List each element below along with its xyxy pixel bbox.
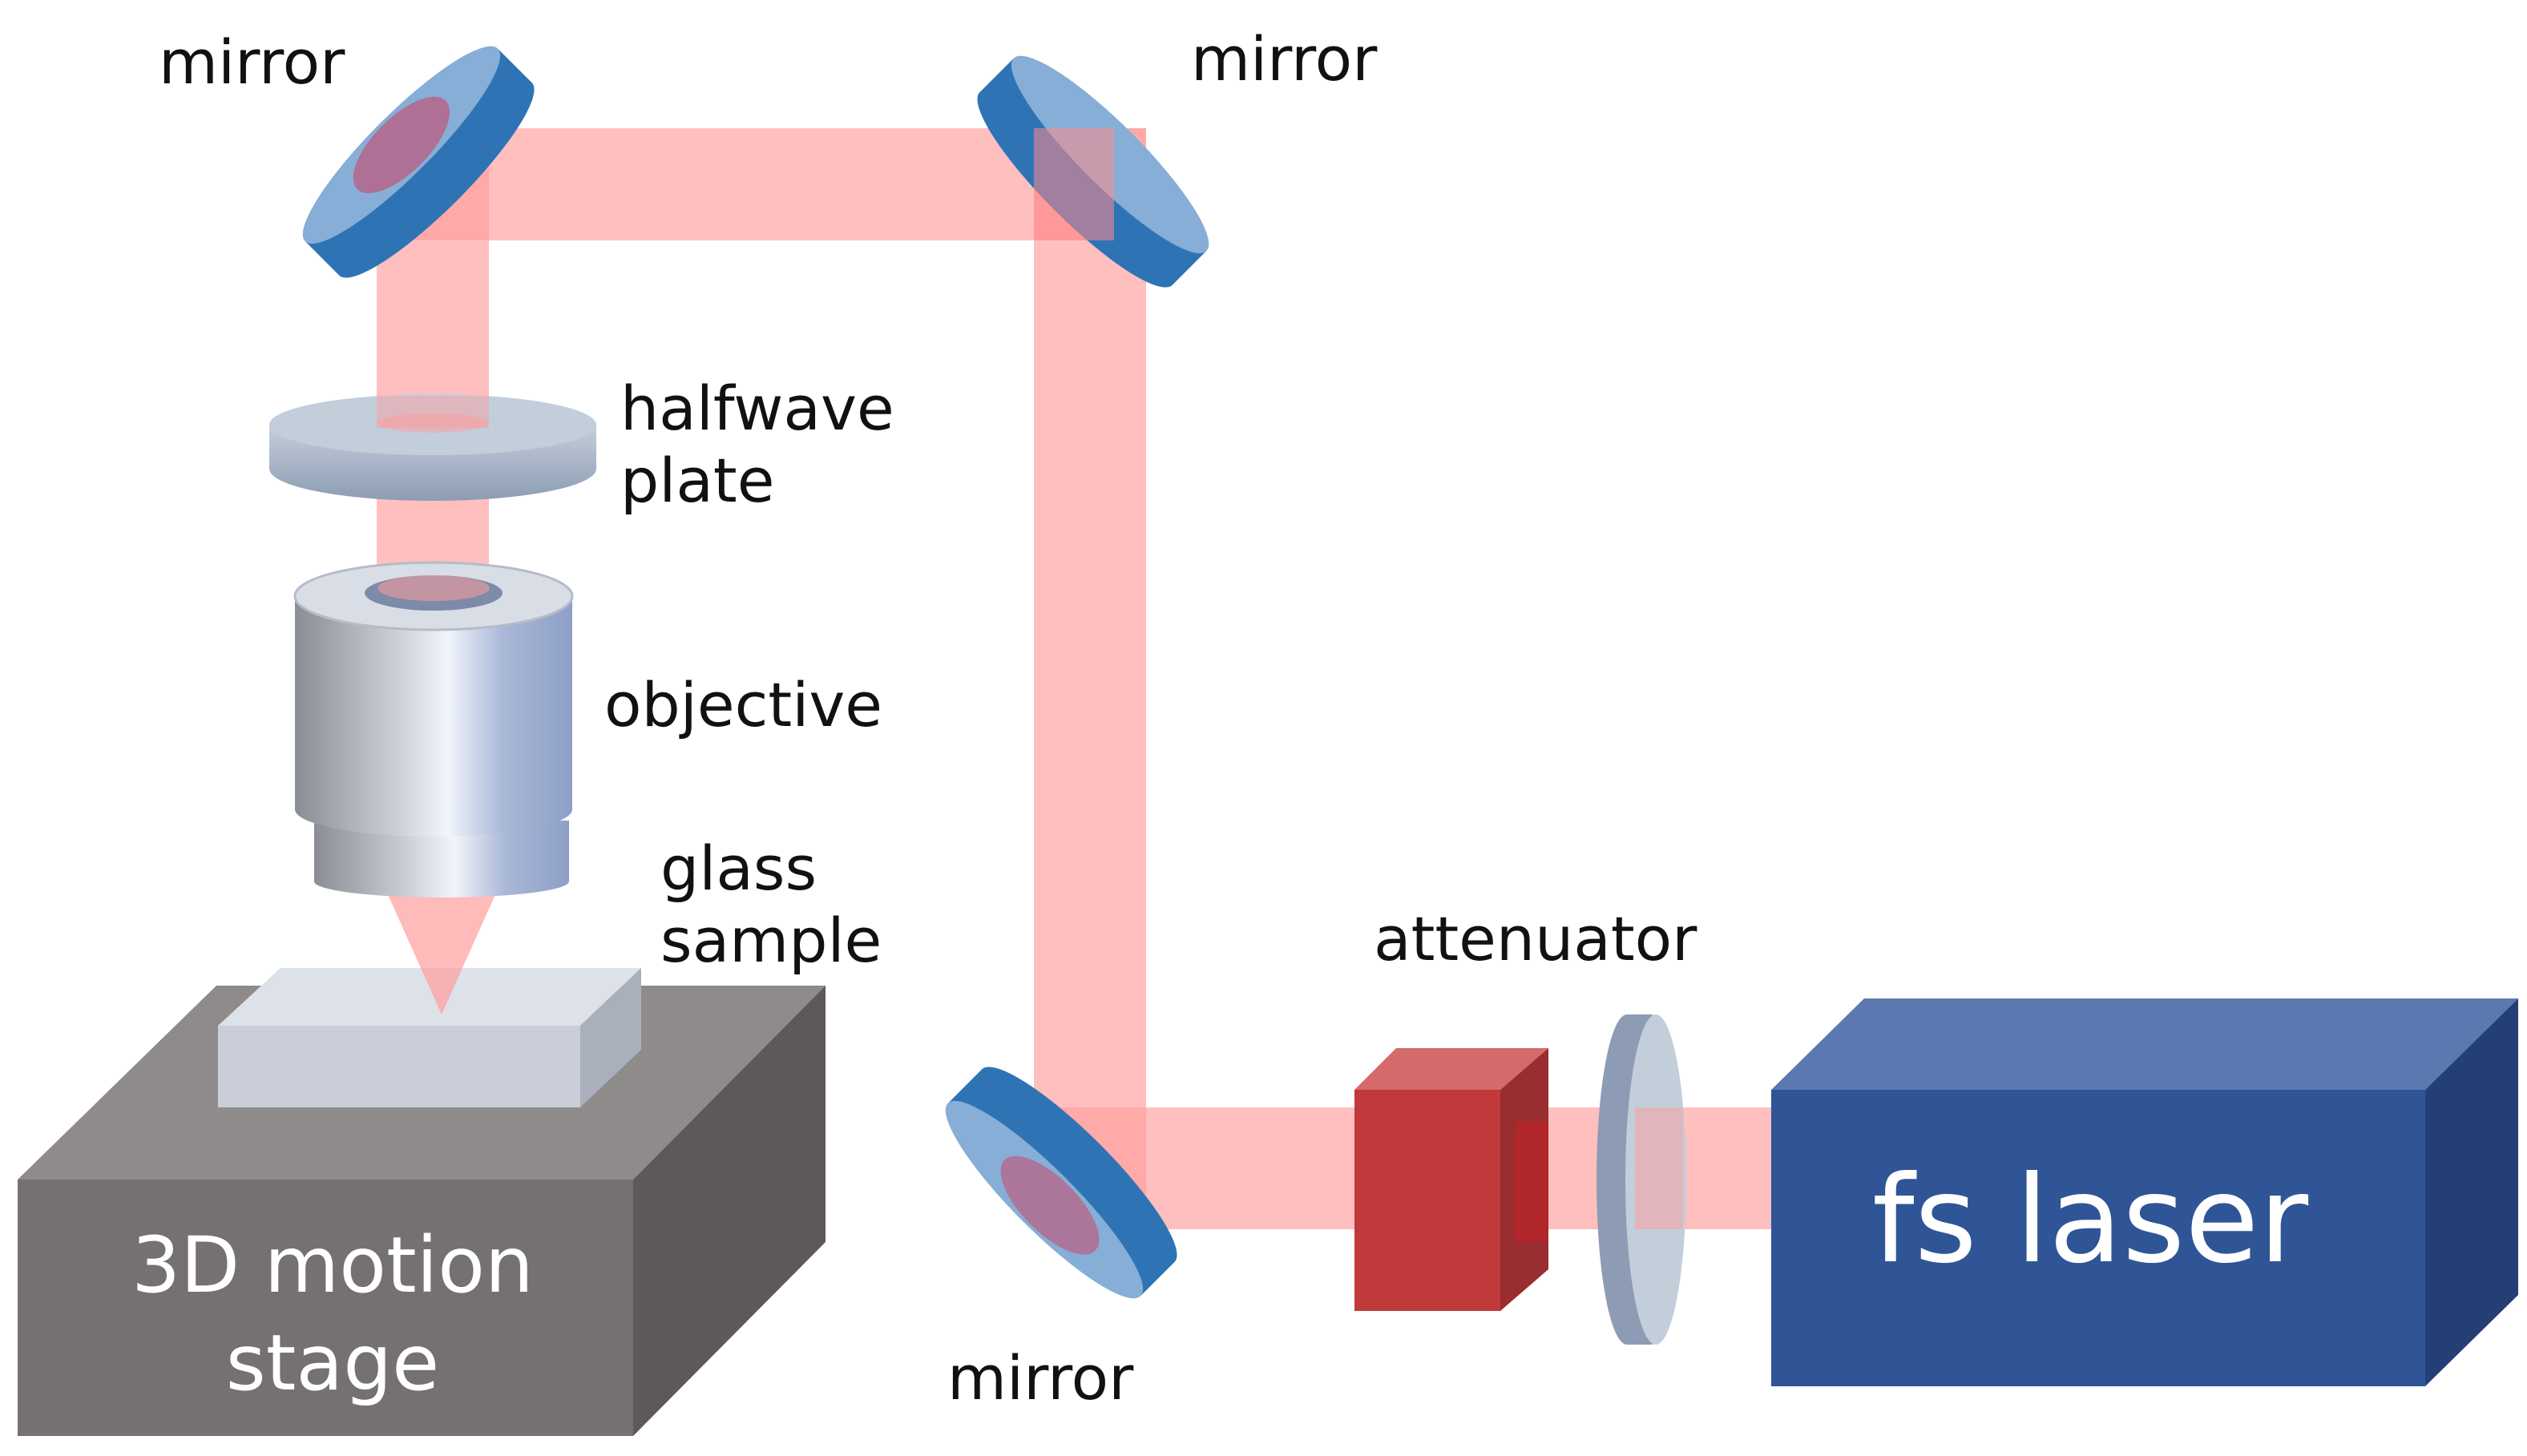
label-mirror-top-left: mirror xyxy=(159,26,345,98)
objective-lens xyxy=(293,561,574,897)
attenuator-waveplate xyxy=(1597,1014,1686,1345)
beam-through-plate xyxy=(377,396,489,428)
stage-front-face xyxy=(18,1180,633,1436)
beam-vertical-right xyxy=(1034,128,1146,1229)
objective-lower-barrel xyxy=(314,821,569,897)
focused-beam-cone xyxy=(386,891,497,1014)
beam-top-right-corner xyxy=(1034,128,1114,240)
mirror-bottom-beam-spot xyxy=(1000,1156,1100,1255)
objective-aperture-beam xyxy=(377,575,490,601)
mirror-bottom-back xyxy=(979,1067,1177,1264)
attenuator-beam-window xyxy=(1515,1122,1548,1242)
mirror-top-left-beam-spot xyxy=(353,96,450,194)
mirror-top-left xyxy=(302,46,535,278)
beam-spot-on-plate xyxy=(377,413,489,433)
mirror-bottom xyxy=(945,1067,1177,1299)
label-halfwave-line2: plate xyxy=(620,445,775,516)
halfwave-plate-top xyxy=(269,394,596,455)
laser-side-face xyxy=(2425,998,2518,1386)
glass-front-face xyxy=(218,1026,580,1107)
label-glass-line2: sample xyxy=(660,905,882,976)
attenuator-front-face xyxy=(1354,1090,1500,1311)
stage-label-line1: 3D motion xyxy=(131,1220,534,1310)
label-mirror-bottom: mirror xyxy=(947,1342,1134,1414)
objective-upper-barrel xyxy=(295,596,572,837)
halfwave-plate xyxy=(269,394,596,501)
laser-label: fs laser xyxy=(1872,1151,2309,1290)
attenuator xyxy=(1354,1048,1548,1311)
label-mirror-top-right: mirror xyxy=(1191,23,1378,95)
glass-top-face xyxy=(218,968,641,1026)
glass-side-face xyxy=(580,968,641,1107)
label-glass-line1: glass xyxy=(660,833,817,904)
fs-laser: fs laser xyxy=(1771,998,2518,1386)
laser-front-face xyxy=(1771,1090,2425,1386)
label-halfwave-line1: halfwave xyxy=(620,373,894,444)
beam-through-waveplate xyxy=(1635,1107,1683,1229)
glass-sample xyxy=(218,968,641,1107)
label-attenuator: attenuator xyxy=(1374,903,1697,974)
attenuator-top-face xyxy=(1354,1048,1548,1090)
laser-top-face xyxy=(1771,998,2518,1090)
stage-label-line2: stage xyxy=(226,1318,439,1408)
stage-side-face xyxy=(633,986,826,1436)
mirror-top-left-back xyxy=(337,80,535,278)
label-objective: objective xyxy=(604,669,882,740)
